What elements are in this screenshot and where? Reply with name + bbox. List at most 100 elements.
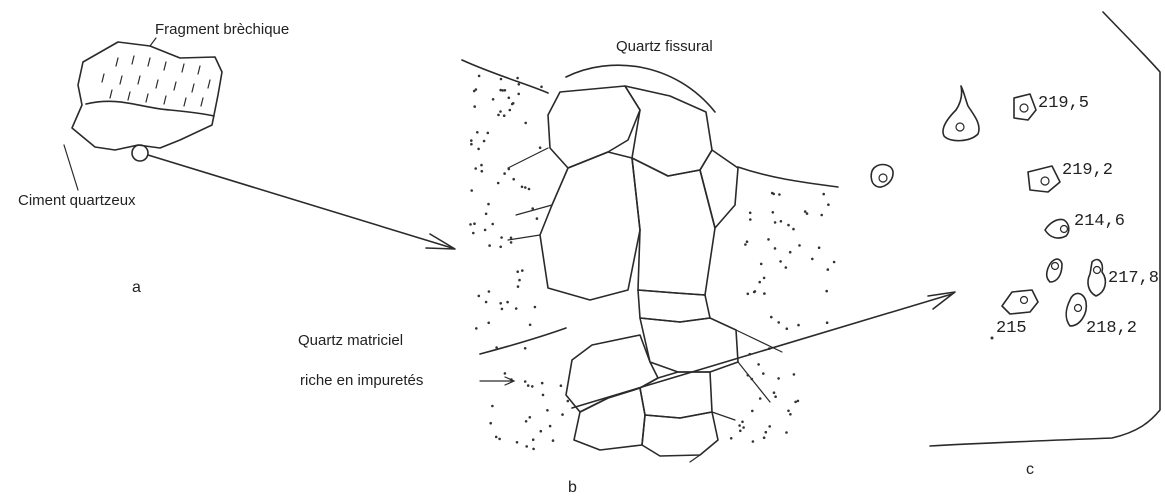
stipple-dot bbox=[797, 400, 800, 403]
stipple-dot bbox=[762, 372, 765, 375]
stipple-dot bbox=[772, 211, 775, 214]
stipple-dot bbox=[500, 78, 503, 81]
quartz-grain bbox=[540, 152, 640, 300]
stipple-dot bbox=[797, 324, 800, 327]
stipple-dot bbox=[525, 445, 528, 448]
stipple-dot bbox=[481, 170, 484, 173]
detail-circle bbox=[132, 145, 148, 161]
quartz-matriciel-label: Quartz matriciel bbox=[298, 332, 403, 349]
stipple-dot bbox=[818, 246, 821, 249]
fluid-inclusion bbox=[1066, 293, 1086, 326]
stipple-dot bbox=[470, 143, 473, 146]
stipple-dot bbox=[542, 394, 545, 397]
fluid-inclusion bbox=[1045, 219, 1069, 238]
stipple-dot bbox=[746, 240, 749, 243]
arrow-b-to-c bbox=[572, 292, 955, 408]
stipple-dot bbox=[793, 373, 796, 376]
stipple-dot bbox=[487, 203, 490, 206]
stipple-dot bbox=[742, 426, 745, 429]
stipple-dot bbox=[521, 269, 524, 272]
stipple-dot bbox=[473, 222, 476, 225]
stipple-dot bbox=[780, 220, 783, 223]
stipple-dot bbox=[491, 223, 494, 226]
quartz-grain bbox=[625, 86, 712, 176]
inclusion-label: 219,5 bbox=[1038, 94, 1089, 113]
stipple-dot bbox=[485, 301, 488, 304]
stipple-dot bbox=[510, 237, 513, 240]
stipple-dot bbox=[785, 266, 788, 269]
stipple-dot bbox=[510, 241, 513, 244]
panel-c-letter: c bbox=[1026, 461, 1034, 478]
stipple-dot bbox=[567, 400, 570, 403]
stipple-dot bbox=[774, 221, 777, 224]
stipple-dot bbox=[759, 397, 762, 400]
stipple-dot bbox=[774, 395, 777, 398]
stipple-dot bbox=[747, 374, 750, 377]
stipple-dot bbox=[524, 347, 527, 350]
inclusion-label: 215 bbox=[996, 319, 1027, 338]
quartz-grain bbox=[640, 318, 738, 372]
stipple-dot bbox=[478, 295, 481, 298]
fragment-hatching bbox=[102, 56, 210, 106]
stipple-dot bbox=[469, 223, 472, 226]
lower-left-boundary bbox=[480, 328, 566, 354]
stipple-dot bbox=[730, 437, 733, 440]
stipple-dot bbox=[500, 236, 503, 239]
stipple-dot bbox=[476, 131, 479, 134]
stipple-dot bbox=[492, 98, 495, 101]
stipple-dot bbox=[741, 421, 744, 424]
stipple-dot bbox=[785, 431, 788, 434]
stipple-dot bbox=[747, 293, 750, 296]
stipple-dot bbox=[738, 424, 741, 427]
stipple-dot bbox=[765, 431, 768, 434]
stipple-dot bbox=[524, 186, 527, 189]
arrow-a-to-b bbox=[148, 155, 455, 249]
stipple-dot bbox=[777, 377, 780, 380]
stipple-dot bbox=[754, 290, 757, 293]
stipple-dot bbox=[751, 378, 754, 381]
stipple-dot bbox=[794, 401, 797, 404]
stipple-dot bbox=[498, 438, 501, 441]
stipple-dot bbox=[517, 93, 520, 96]
panel-b: Quartz fissural Quartz matriciel riche e… bbox=[298, 38, 838, 496]
fluid-inclusion bbox=[1014, 94, 1036, 120]
stipple-dot bbox=[503, 172, 506, 175]
stipple-dot bbox=[534, 306, 537, 309]
stipple-dot bbox=[501, 89, 504, 92]
stipple-dot bbox=[525, 420, 528, 423]
stipple-dot bbox=[477, 148, 480, 151]
stipple-dot bbox=[480, 164, 483, 167]
stipple-dot bbox=[499, 110, 502, 113]
stipple-dot bbox=[512, 102, 515, 105]
stipple-dot bbox=[777, 321, 780, 324]
stipple-dot bbox=[491, 405, 494, 408]
panel-b-letter: b bbox=[568, 479, 577, 496]
stipple-dot bbox=[488, 290, 491, 293]
stipple-dot bbox=[501, 308, 504, 311]
stipple-dot bbox=[474, 167, 477, 170]
fluid-inclusion bbox=[1088, 260, 1105, 296]
stipple-dot bbox=[470, 139, 473, 142]
stipple-dot bbox=[509, 109, 512, 112]
stipple-dot bbox=[516, 270, 519, 273]
stipple-dot bbox=[752, 440, 755, 443]
upper-boundary bbox=[462, 60, 548, 93]
stipple-dot bbox=[758, 281, 761, 284]
stipple-dot bbox=[499, 246, 502, 249]
stipple-dot bbox=[488, 244, 491, 247]
riche-impuretes-label: riche en impuretés bbox=[300, 372, 423, 389]
stipple-dot bbox=[483, 140, 486, 143]
stipple-dot bbox=[760, 263, 763, 266]
stipple-dot bbox=[811, 258, 814, 261]
stipple-dot bbox=[532, 448, 535, 451]
stipple-dot bbox=[516, 77, 519, 80]
stipple-dot bbox=[478, 75, 481, 78]
stipple-dot bbox=[751, 410, 754, 413]
stipple-dot bbox=[540, 86, 543, 89]
stipple-dot bbox=[499, 302, 502, 305]
stipple-dot bbox=[518, 83, 521, 86]
stipple-dot bbox=[529, 324, 532, 327]
stipple-dot bbox=[517, 285, 520, 288]
fluid-inclusion-unlabeled bbox=[871, 165, 893, 188]
stipple-dot bbox=[529, 416, 532, 419]
